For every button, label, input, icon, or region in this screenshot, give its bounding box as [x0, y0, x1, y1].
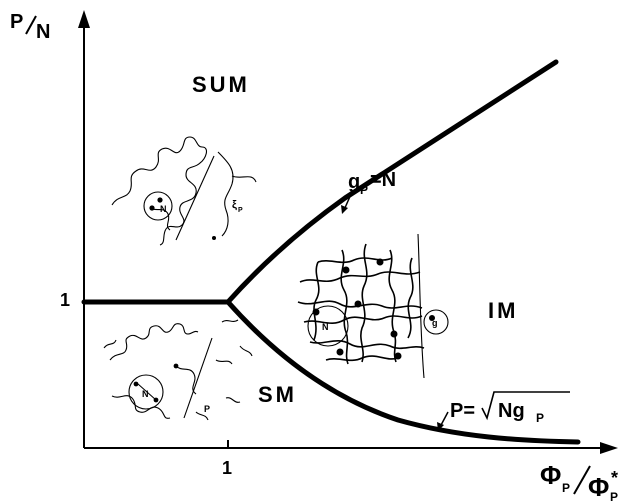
sm-chain-3 — [175, 365, 197, 395]
im-mesh-strand — [360, 243, 368, 363]
im-crosslink — [342, 266, 350, 274]
lower-eq-radicand: Ng — [498, 400, 525, 422]
x-label-slash — [573, 465, 591, 495]
im-divider — [417, 233, 425, 379]
y-tick-label: 1 — [60, 290, 70, 310]
im-mesh-strand — [313, 261, 320, 341]
sm-region-sketch: N P — [103, 319, 253, 421]
im-mesh-strand — [309, 340, 425, 350]
sm-monomer — [153, 397, 159, 403]
sum-chain — [111, 136, 208, 246]
y-label-denominator: N — [36, 21, 50, 43]
x-label-denominator: Φ — [588, 472, 609, 502]
lower-eq-sub: P — [536, 411, 544, 425]
upper-eq-sub: P — [360, 183, 368, 197]
im-crosslink — [354, 300, 362, 308]
x-axis-arrowhead — [600, 442, 618, 454]
axes — [78, 10, 618, 454]
im-mesh-strand — [388, 249, 397, 363]
lower-eq-radical — [481, 391, 570, 421]
sum-long-chain-2 — [231, 175, 257, 183]
lower-eq-lhs: P= — [450, 400, 475, 422]
sm-chain — [109, 323, 199, 361]
x-label-denominator-sub: P — [610, 490, 618, 503]
x-label-denominator-sup: * — [611, 468, 618, 488]
sm-short-chain — [239, 345, 253, 357]
region-label-sm: SM — [258, 382, 297, 407]
im-crosslink — [390, 330, 398, 338]
y-axis-label: P N — [10, 11, 50, 43]
sm-divider — [183, 337, 213, 419]
sm-chain-2 — [111, 395, 171, 419]
y-label-numerator: P — [10, 11, 23, 33]
upper-eq-rhs: =N — [370, 169, 396, 191]
boundary-lower-p-sqrt — [225, 299, 581, 445]
sum-xi-sub: P — [238, 207, 243, 214]
y-axis-arrowhead — [78, 10, 90, 28]
im-mesh-strand — [299, 271, 421, 283]
lower-eq-pointer-head — [437, 422, 444, 431]
im-crosslink — [376, 258, 384, 266]
x-label-numerator: Φ — [540, 460, 561, 490]
upper-curve-equation: g P =N — [341, 169, 396, 214]
sum-long-chain — [217, 151, 234, 237]
im-crosslink — [336, 348, 344, 356]
sum-blob-circle — [143, 191, 173, 221]
sum-chain-end — [212, 236, 216, 240]
sm-blob-label: N — [142, 389, 149, 399]
region-label-im: IM — [488, 298, 518, 323]
sum-monomer — [157, 197, 163, 203]
boundary-upper-gp-equals-n — [225, 59, 559, 305]
im-blob-left-label: N — [322, 322, 329, 332]
sum-region-sketch: N ξ P — [111, 136, 257, 246]
im-crosslink — [394, 352, 402, 360]
sm-short-chain — [221, 319, 239, 323]
im-crosslink — [312, 308, 320, 316]
sm-short-chain — [215, 359, 233, 365]
sm-short-chain — [103, 339, 117, 349]
im-crosslink — [429, 315, 435, 321]
sm-blob-radius — [137, 383, 157, 401]
sum-blob-label: N — [160, 204, 167, 214]
lower-curve-equation: P= Ng P — [437, 391, 570, 431]
sum-xi-label: ξ — [232, 199, 237, 211]
x-axis-label: Φ P Φ P * — [540, 460, 618, 503]
upper-eq-pointer-head — [341, 205, 348, 214]
im-region-sketch: N g — [297, 233, 449, 379]
upper-eq-g: g — [348, 171, 360, 193]
sm-short-chain — [195, 411, 209, 421]
sm-p-label: P — [204, 404, 210, 414]
im-blob-circle-right — [423, 309, 449, 335]
im-mesh-strand — [407, 257, 414, 339]
region-label-sum: SUM — [192, 72, 250, 97]
sm-blob-circle — [128, 374, 164, 410]
im-blob-circle-left — [307, 305, 349, 347]
y-label-slash — [25, 15, 37, 35]
sm-monomer — [133, 381, 139, 387]
sm-short-chain — [225, 397, 241, 403]
sum-divider — [175, 155, 215, 241]
x-label-numerator-sub: P — [562, 481, 570, 495]
sum-monomer — [149, 205, 155, 211]
x-tick-label: 1 — [222, 458, 232, 478]
im-mesh-strand — [325, 355, 399, 362]
sum-chain-tail — [149, 207, 171, 231]
im-blob-right-label: g — [432, 318, 438, 328]
im-mesh-strand — [340, 249, 349, 365]
